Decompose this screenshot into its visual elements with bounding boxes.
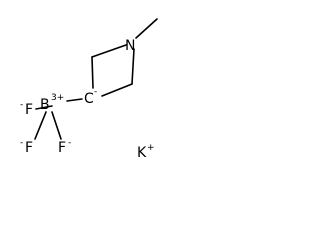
bond-boron-fluorine-3 [51, 111, 62, 140]
bond-boron-fluorine-2 [34, 111, 47, 140]
bond-n-methyl [135, 18, 158, 39]
atom-fluorine-2: F [25, 140, 33, 156]
bond-ch2-left-carbanion [91, 56, 94, 89]
potassium-charge: + [147, 143, 155, 153]
fluorine-2-charge: - [20, 138, 23, 148]
atom-fluorine-1: F [25, 102, 33, 118]
bond-carbanion-boron [66, 98, 83, 102]
carbanion-charge: - [94, 87, 97, 97]
atom-potassium: K [137, 145, 147, 161]
atom-carbanion: C [84, 91, 94, 107]
bond-n-ch2-left [91, 44, 127, 58]
atom-nitrogen: N [125, 38, 135, 54]
boron-charge: 3+ [51, 93, 64, 103]
fluorine-1-charge: - [20, 100, 23, 110]
bond-boron-fluorine-1 [35, 105, 53, 110]
atom-boron: B [40, 97, 50, 113]
fluorine-3-charge: - [68, 138, 71, 148]
atom-fluorine-3: F [58, 140, 66, 156]
chemical-structure: N C - B 3+ - F - F F - K + [20, 18, 158, 161]
bond-n-ch2-right [131, 48, 135, 85]
bond-ch2-right-carbanion [101, 83, 133, 97]
